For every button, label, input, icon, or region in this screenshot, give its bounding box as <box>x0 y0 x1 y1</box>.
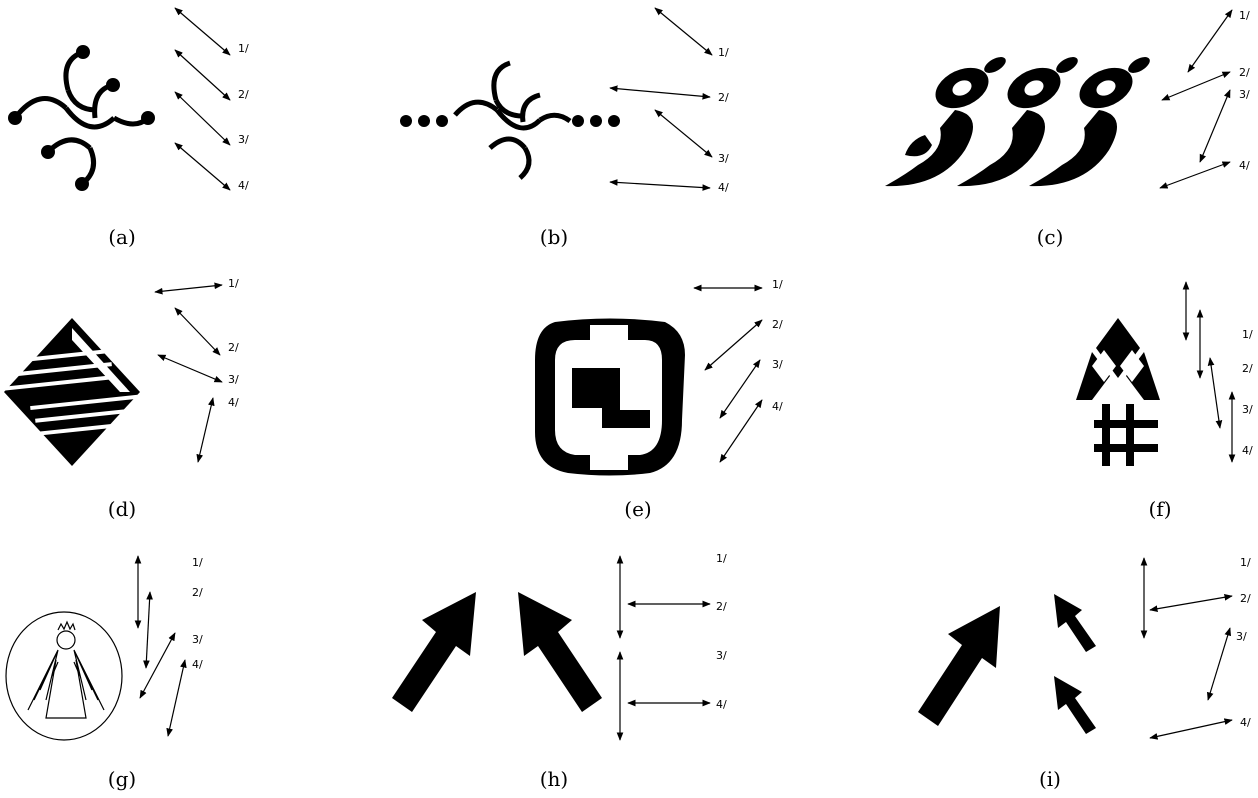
panel-b-caption: (b) <box>540 225 568 249</box>
panel-d-label-3: 3/ <box>228 373 239 386</box>
logo-f-tree <box>1076 318 1160 466</box>
panel-c-arrows <box>1160 10 1232 188</box>
panel-e-label-1: 1/ <box>772 278 783 291</box>
panel-d-label-2: 2/ <box>228 341 239 354</box>
panel-f-caption: (f) <box>1148 497 1171 521</box>
panel-e: 1/ 2/ 3/ 4/ (e) <box>535 278 783 521</box>
logo-c-glyphs <box>885 54 1152 186</box>
panel-d-label-1: 1/ <box>228 277 239 290</box>
panel-e-arrows <box>694 288 762 462</box>
panel-a-label-1: 1/ <box>238 42 249 55</box>
panel-i-label-3: 3/ <box>1236 630 1247 643</box>
panel-c-label-2: 2/ <box>1239 66 1250 79</box>
panel-b-label-3: 3/ <box>718 152 729 165</box>
panel-h-arrows <box>620 556 710 740</box>
panel-h-label-1: 1/ <box>716 552 727 565</box>
panel-c-label-1: 1/ <box>1239 9 1250 22</box>
panel-f-label-2: 2/ <box>1242 362 1253 375</box>
panel-h-label-4: 4/ <box>716 698 727 711</box>
panel-h-label-3: 3/ <box>716 649 727 662</box>
logo-i-arrows <box>918 594 1096 734</box>
panel-a-arrows <box>175 8 230 190</box>
panel-i-arrows <box>1144 558 1232 738</box>
panel-g-label-3: 3/ <box>192 633 203 646</box>
panel-a-label-3: 3/ <box>238 133 249 146</box>
panel-a: 1/ 2/ 3/ 4/ (a) <box>8 8 249 249</box>
panel-f: 1/ 2/ 3/ 4/ (f) <box>1076 282 1253 521</box>
panel-h-caption: (h) <box>540 767 569 791</box>
panel-e-label-3: 3/ <box>772 358 783 371</box>
panel-e-label-2: 2/ <box>772 318 783 331</box>
panel-a-label-2: 2/ <box>238 88 249 101</box>
panel-d: 1/ 2/ 3/ 4/ (d) <box>0 277 239 521</box>
panel-g-label-1: 1/ <box>192 556 203 569</box>
panel-e-label-4: 4/ <box>772 400 783 413</box>
panel-d-caption: (d) <box>108 497 136 521</box>
panel-b-label-4: 4/ <box>718 181 729 194</box>
logo-a-dots <box>8 45 155 191</box>
panel-c-label-3: 3/ <box>1239 88 1250 101</box>
panel-g: 1/ 2/ 3/ 4/ (g) <box>6 556 203 791</box>
panel-g-arrows <box>138 556 185 736</box>
panel-g-label-4: 4/ <box>192 658 203 671</box>
panel-i-label-1: 1/ <box>1240 556 1251 569</box>
panel-g-label-2: 2/ <box>192 586 203 599</box>
panel-d-arrows <box>155 285 222 462</box>
panel-f-label-4: 4/ <box>1242 444 1253 457</box>
logo-h-arrows <box>392 592 602 712</box>
panel-f-label-1: 1/ <box>1242 328 1253 341</box>
panel-f-label-3: 3/ <box>1242 403 1253 416</box>
panel-h-label-2: 2/ <box>716 600 727 613</box>
panel-b-arrows <box>610 8 712 188</box>
panel-h: 1/ 2/ 3/ 4/ (h) <box>392 552 727 791</box>
panel-d-label-4: 4/ <box>228 396 239 409</box>
panel-b-label-1: 1/ <box>718 46 729 59</box>
panel-b: 1/ 2/ 3/ 4/ (b) <box>400 8 729 249</box>
panel-i-label-4: 4/ <box>1240 716 1251 729</box>
panel-f-arrows <box>1186 282 1232 462</box>
panel-i-label-2: 2/ <box>1240 592 1251 605</box>
panel-i-caption: (i) <box>1039 767 1061 791</box>
panel-c-label-4: 4/ <box>1239 159 1250 172</box>
panel-c-caption: (c) <box>1037 225 1064 249</box>
panel-c: 1/ 2/ 3/ 4/ (c) <box>885 9 1250 249</box>
panel-b-label-2: 2/ <box>718 91 729 104</box>
logo-g-angel <box>6 612 122 740</box>
logo-b-swirl <box>455 63 570 178</box>
panel-g-caption: (g) <box>108 767 136 791</box>
logo-e-seal <box>535 319 685 476</box>
panel-i: 1/ 2/ 3/ 4/ (i) <box>918 556 1251 791</box>
panel-a-caption: (a) <box>108 225 136 249</box>
logo-d-diamond <box>0 318 145 466</box>
panel-e-caption: (e) <box>624 497 651 521</box>
panel-a-label-4: 4/ <box>238 179 249 192</box>
logo-a-swirl <box>15 52 148 184</box>
